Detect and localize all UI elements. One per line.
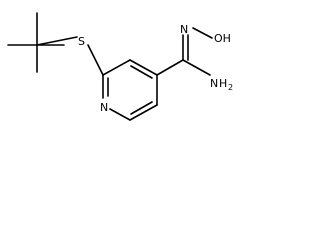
atom-ring-nitrogen: N [100,101,108,114]
atom-amine-hydrogen: H [219,77,227,90]
bond-ring-c3-c4 [129,59,158,76]
bond-ring-c5-c6 [129,104,158,121]
atom-amine-subscript: 2 [228,83,233,92]
bond-ring-inner-c5-c6 [130,101,153,115]
atom-sulfur: S [78,35,85,48]
atom-hydroxyl: OH [214,32,231,45]
bond-tbu-sulfur [36,36,78,46]
bond-ring-c2-c3 [102,59,131,76]
structure-canvas: S N N OH N H 2 [7,12,233,121]
bond-n-o [192,27,213,39]
molecule-drawing: S N N OH N H 2 [7,12,233,121]
bond-ring-c6-n1 [109,108,131,121]
bond-ring-inner-c3-c4 [130,65,153,79]
bond-sulfur-ring [87,44,104,76]
atom-oxime-nitrogen: N [180,23,188,36]
atom-amine-nitrogen: N [210,77,218,90]
bond-ring-amidine-carbon [156,59,184,76]
bond-amidine-c-nh2 [182,59,211,76]
